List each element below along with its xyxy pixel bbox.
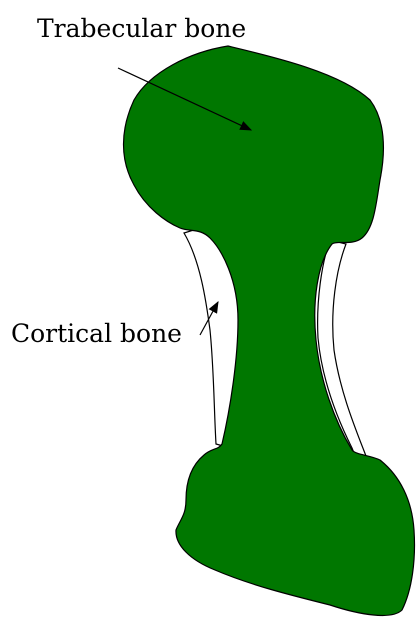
label-cortical-bone: Cortical bone: [11, 321, 182, 346]
label-trabecular-bone: Trabecular bone: [37, 16, 246, 41]
